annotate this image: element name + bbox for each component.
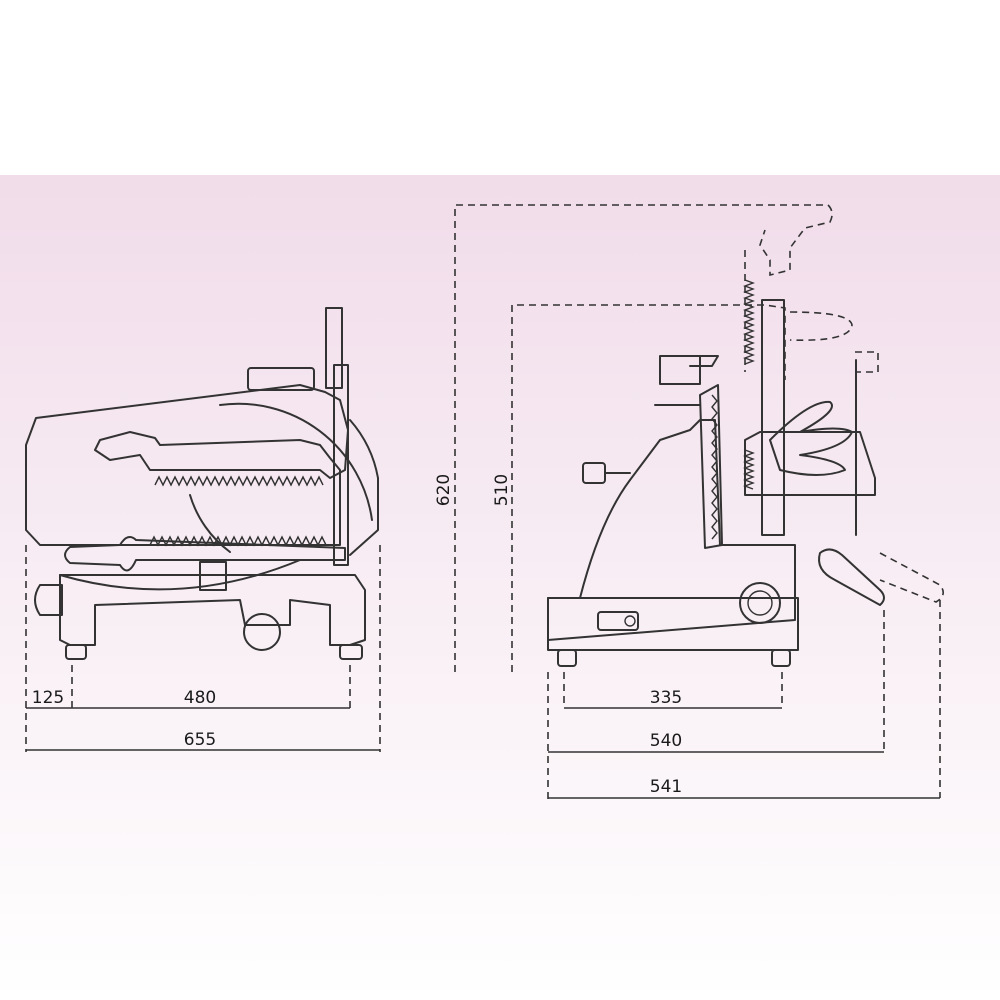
- handle-alt-dashed: [879, 552, 944, 603]
- envelope-620: [454, 204, 833, 672]
- side-view-slicer: 125 480 655: [25, 307, 381, 752]
- carriage-column: [761, 299, 785, 536]
- blade-plate-teeth: [711, 394, 718, 540]
- thickness-knob-inner: [747, 590, 773, 616]
- dim-label-510: 510: [492, 474, 512, 506]
- thickness-knob: [243, 613, 281, 651]
- tray-teeth: [743, 449, 755, 490]
- carriage-lock: [199, 561, 227, 591]
- switch-indicator: [624, 615, 636, 627]
- carriage-teeth-top: [154, 475, 324, 487]
- power-switch[interactable]: [597, 611, 639, 631]
- side-knob: [582, 462, 606, 484]
- carriage-tray: [744, 431, 876, 496]
- motor-housing: [247, 367, 315, 391]
- dim-label-655: 655: [184, 730, 216, 750]
- raised-teeth: [743, 279, 755, 365]
- dim-label-335: 335: [650, 688, 682, 708]
- carriage-raised-dashed: [855, 351, 879, 373]
- pusher-fingers: [769, 400, 853, 476]
- dim-label-540: 540: [650, 731, 682, 751]
- pink-gradient-background: [0, 175, 1000, 1000]
- carriage-teeth-bottom: [149, 535, 327, 547]
- post-column: [333, 364, 349, 566]
- carriage-handle: [64, 535, 346, 572]
- foot-left: [65, 644, 87, 660]
- dim-label-125: 125: [32, 688, 64, 708]
- base-block: [547, 597, 799, 651]
- dim-label-541: 541: [650, 777, 682, 797]
- blade-plate: [699, 384, 723, 549]
- gauge-cap: [689, 355, 719, 367]
- foot-front-right: [771, 649, 791, 667]
- front-view-slicer: 620 510 335 540 541: [434, 204, 944, 800]
- blade-lower-arc: [189, 494, 231, 553]
- left-knob: [34, 584, 63, 616]
- base-curve: [59, 559, 301, 591]
- foot-right: [339, 644, 363, 660]
- blade-arc: [219, 402, 373, 521]
- foot-front-left: [557, 649, 577, 667]
- pusher-raised-dashed: [789, 311, 853, 342]
- dim-label-480: 480: [184, 688, 216, 708]
- carriage-handle-front[interactable]: [818, 548, 885, 606]
- dim-label-620: 620: [434, 474, 454, 506]
- thickness-knob-front: [739, 582, 781, 624]
- main-body: [547, 419, 796, 641]
- top-gauge: [659, 355, 701, 385]
- blade-guard-outline: [25, 384, 349, 546]
- blade-rim: [349, 419, 379, 556]
